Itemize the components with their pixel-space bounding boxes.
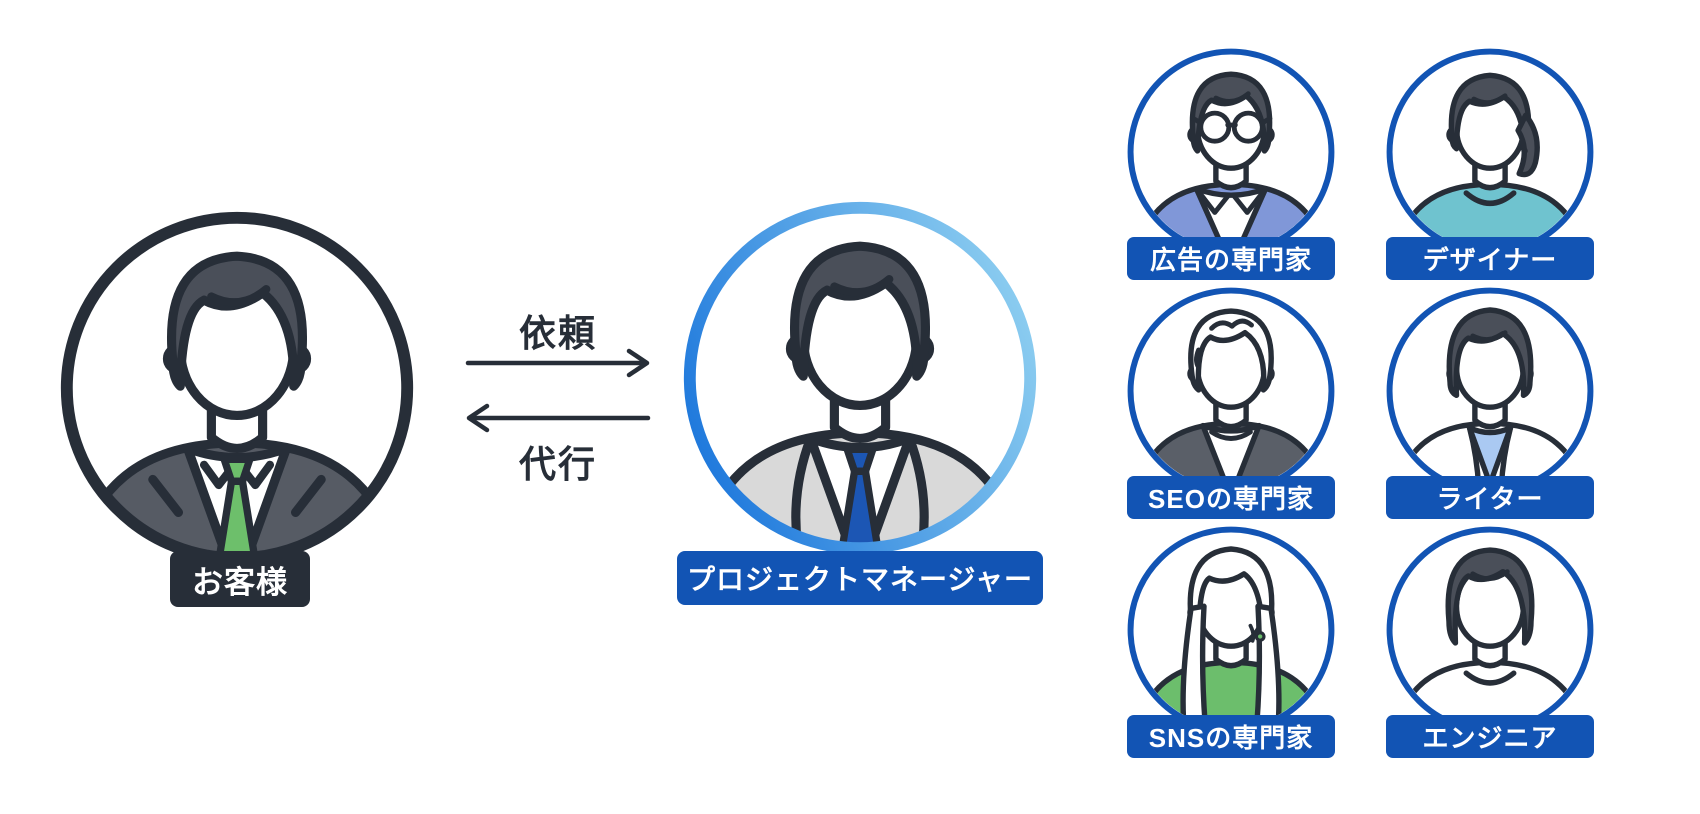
project-manager-avatar-icon [677, 195, 1043, 561]
designer-label-badge: デザイナー [1386, 237, 1594, 280]
ad-specialist-avatar-icon [1123, 44, 1339, 260]
writer-label-badge: ライター [1386, 476, 1594, 519]
writer-avatar-icon [1382, 283, 1598, 499]
delegate-arrow [466, 403, 651, 433]
seo-specialist-avatar-icon [1123, 283, 1339, 499]
delegate-flow-label: 代行 [519, 444, 597, 485]
ad-specialist-label-badge: 広告の専門家 [1127, 237, 1335, 280]
designer-avatar-icon [1382, 44, 1598, 260]
engineer-avatar-icon [1382, 522, 1598, 738]
engineer-label-badge: エンジニア [1386, 715, 1594, 758]
project-manager-label-badge: プロジェクトマネージャー [677, 551, 1043, 605]
request-arrow [465, 348, 650, 378]
customer-avatar-icon [54, 205, 420, 571]
sns-specialist-avatar-icon [1123, 522, 1339, 738]
seo-specialist-label-badge: SEOの専門家 [1127, 476, 1335, 519]
customer-label-badge: お客様 [170, 551, 310, 607]
request-flow-label: 依頼 [519, 313, 597, 354]
sns-specialist-label-badge: SNSの専門家 [1127, 715, 1335, 758]
